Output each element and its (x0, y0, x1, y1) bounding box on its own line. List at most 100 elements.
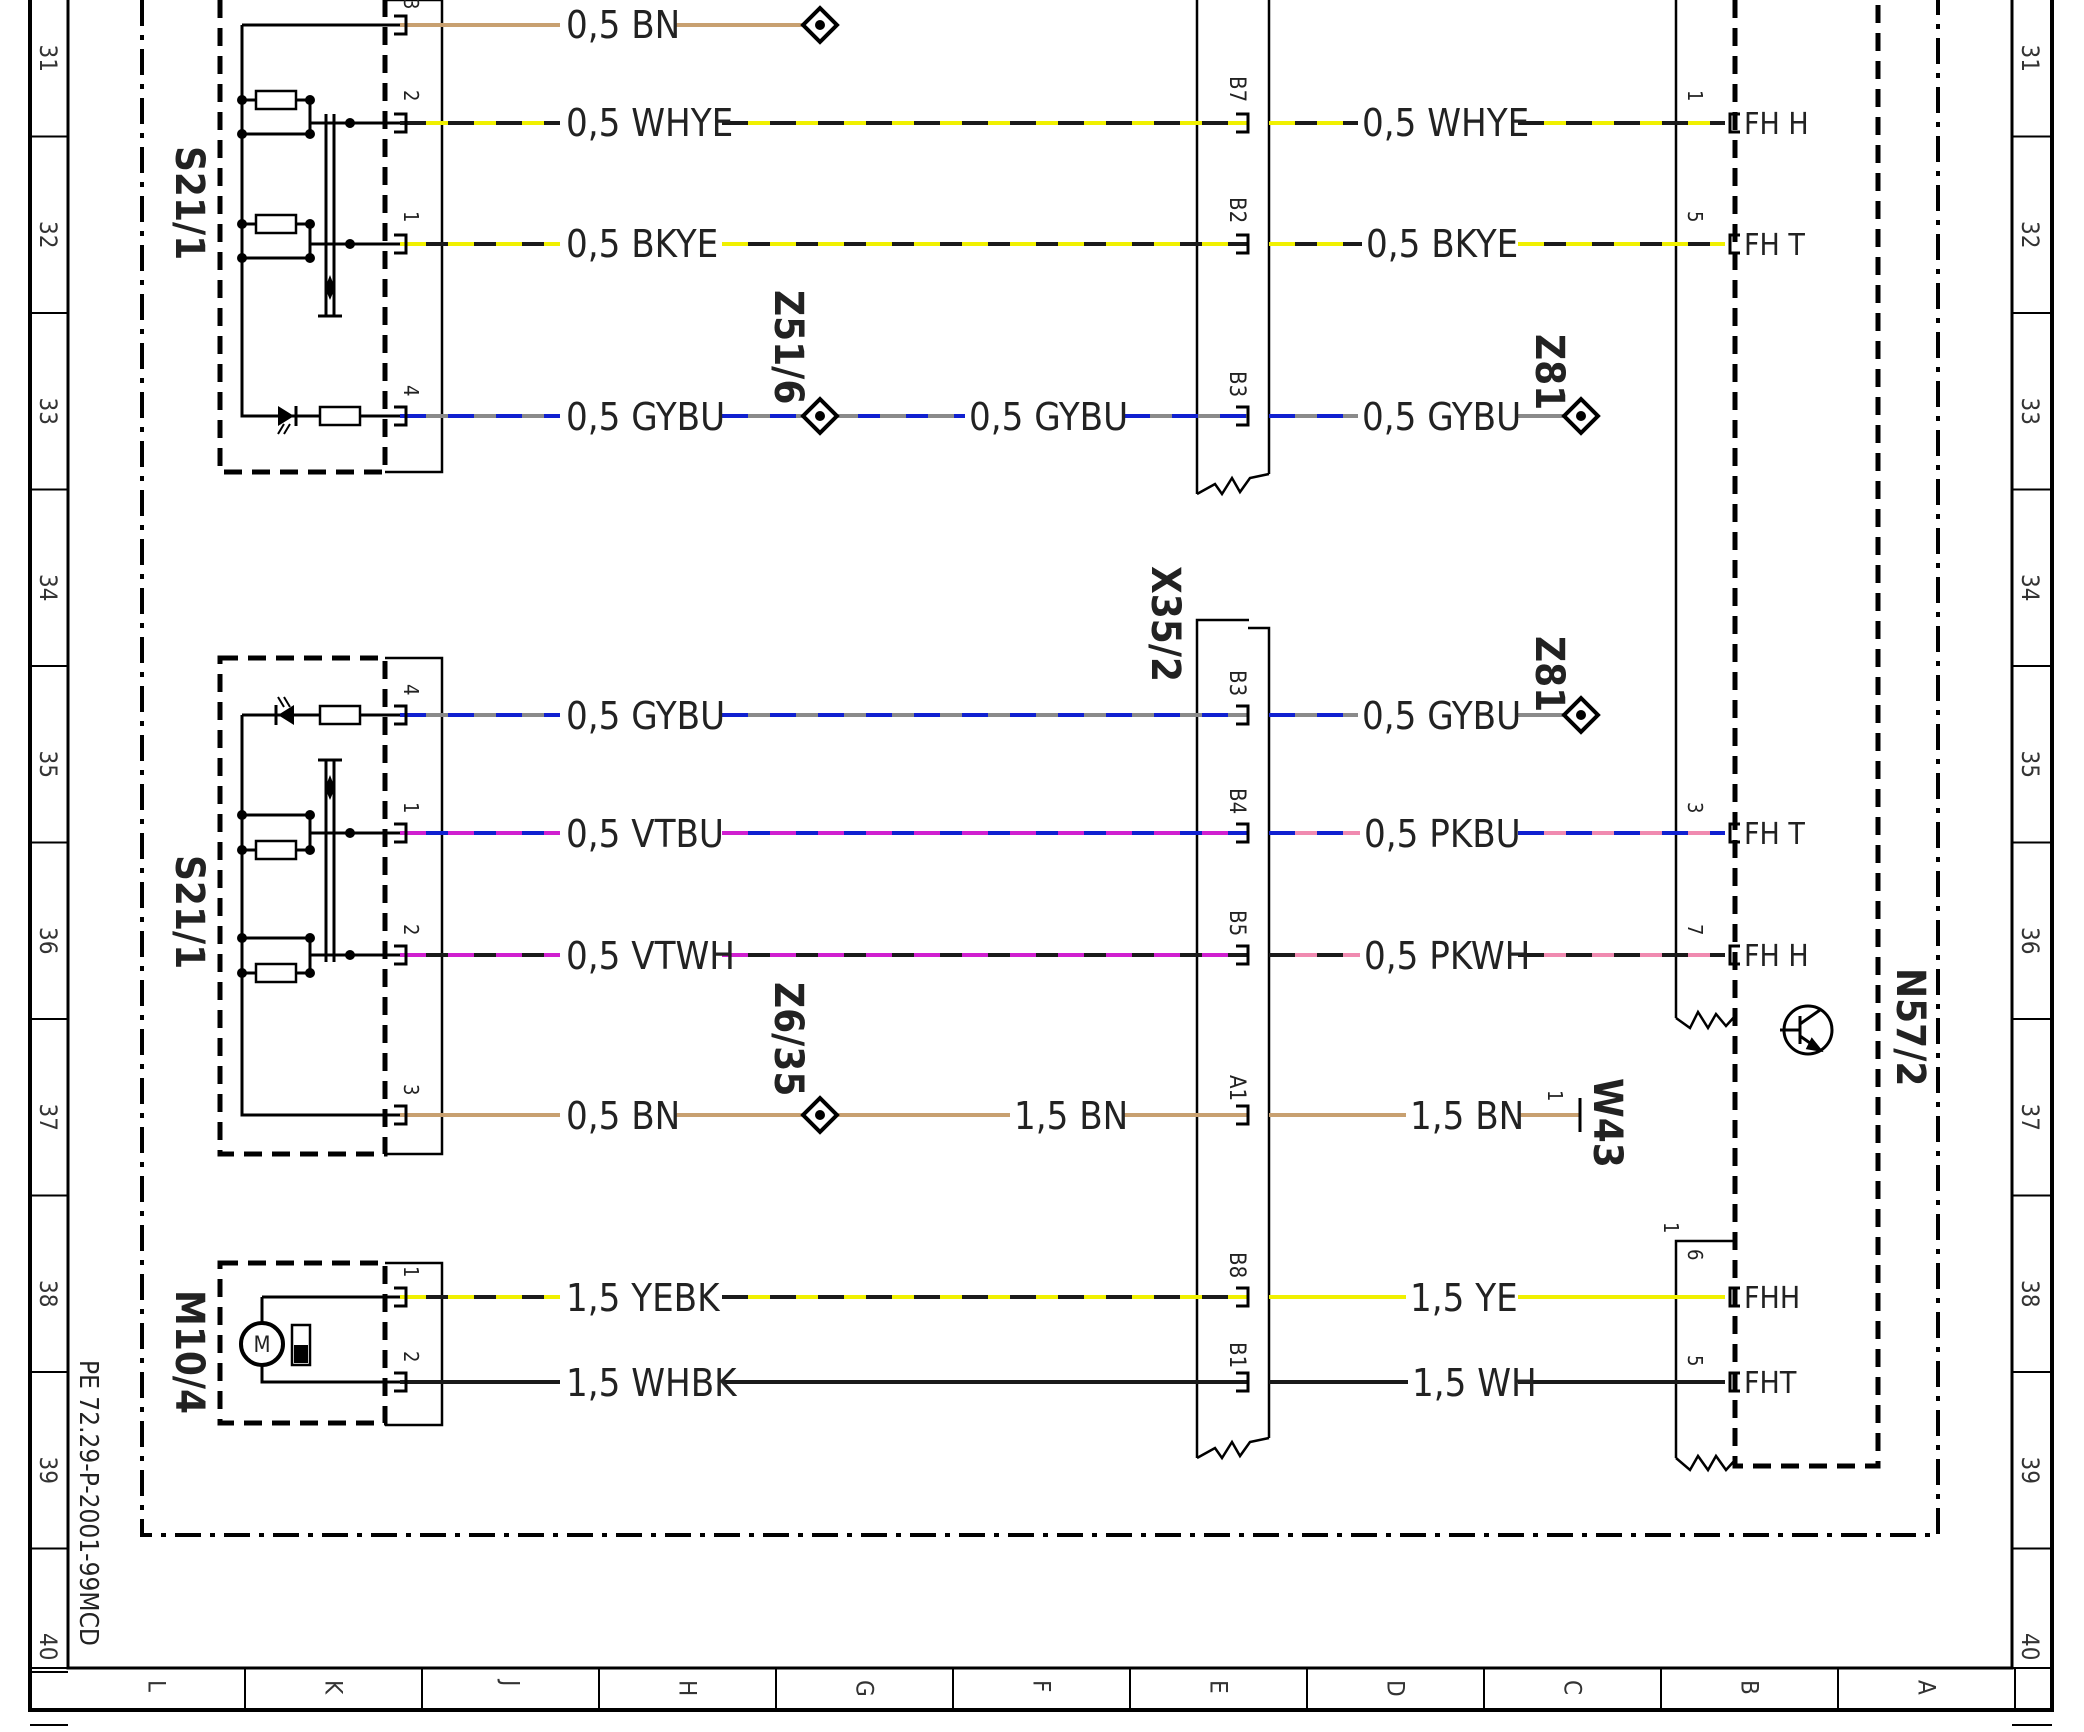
row-number: 38 (2016, 1280, 2044, 1307)
s21-top-symbols (237, 89, 362, 435)
resistor-icon (318, 405, 362, 427)
row-number: 34 (34, 574, 62, 601)
connector-pin: B8 (1224, 1252, 1249, 1278)
pin-number: 1 (1683, 90, 1707, 101)
pin-number: 1 (399, 1266, 423, 1277)
row-number: 37 (2016, 1104, 2044, 1131)
column-letter: J (497, 1678, 525, 1686)
n57-connector-strip (1674, 0, 1736, 1473)
enclosures (140, 0, 1940, 1537)
row-number: 32 (34, 221, 62, 248)
pin-number: 3 (1683, 802, 1707, 813)
wire-label: 1,5 YEBK (566, 1276, 721, 1320)
component-boxes (217, 0, 1881, 1469)
connector-pin: B3 (1224, 670, 1249, 696)
connector-pin: B3 (1224, 371, 1249, 397)
wire-label: 0,5 BKYE (1366, 222, 1518, 266)
resistor-icon (254, 839, 298, 861)
pin-number: 2 (399, 90, 423, 101)
column-letter: B (1736, 1680, 1764, 1695)
resistor-icon (254, 962, 298, 984)
pin-number: 3 (399, 1084, 423, 1095)
wire-label: 0,5 VTWH (566, 934, 735, 978)
pin-number: 6 (1683, 1249, 1707, 1260)
terminal-pin-marker (1728, 822, 1740, 844)
component-label-s21-bottom: S21/1 (166, 855, 212, 969)
motor-icon: M (239, 1321, 312, 1367)
row-number: 33 (34, 398, 62, 425)
wire-label: 0,5 WHYE (1362, 101, 1529, 145)
resistor-icon (254, 213, 298, 235)
wire-label: 0,5 BN (566, 3, 680, 47)
component-label-n57: N57/2 (1887, 968, 1933, 1086)
resistor-icon (254, 89, 298, 111)
pin-number: 1 (399, 211, 423, 222)
terminal-label: FHH (1744, 1281, 1800, 1316)
connector-pin: B5 (1224, 910, 1249, 936)
pin-number: 2 (399, 1351, 423, 1362)
component-label-z81-bottom: Z81 (1526, 636, 1572, 712)
wire-label: 0,5 BKYE (566, 222, 718, 266)
row-number: 31 (34, 45, 62, 72)
s21-bottom-symbols (237, 696, 362, 984)
row-number: 34 (2016, 574, 2044, 601)
connector-pin: B7 (1224, 76, 1249, 102)
column-letter: E (1205, 1680, 1233, 1694)
terminal-pin-marker (1728, 233, 1740, 255)
wire-label: 0,5 GYBU (566, 694, 725, 738)
pin-number: 1 (1543, 1090, 1567, 1101)
column-letter: A (1913, 1680, 1941, 1695)
wire-label: 0,5 GYBU (1362, 694, 1521, 738)
x35-connector-strip (1195, 0, 1271, 1461)
terminal-labels: FH H FH T FH T FH H FHH FHT (1744, 107, 1809, 1401)
svg-text:M: M (253, 1333, 270, 1358)
wire-label: 1,5 BN (1410, 1094, 1524, 1138)
column-letter: D (1382, 1680, 1410, 1697)
component-labels: S21/1 S21/1 M10/4 X35/2 N57/2 Z51/6 Z81 … (166, 146, 1933, 1414)
terminal-pin-marker (1728, 944, 1740, 966)
column-letter: L (143, 1680, 171, 1692)
wire-labels: 0,5 BN 0,5 WHYE 0,5 WHYE 0,5 BKYE 0,5 BK… (566, 3, 1537, 1405)
wire-label: 1,5 WHBK (566, 1361, 738, 1405)
column-letter: H (674, 1680, 702, 1696)
row-number: 40 (34, 1633, 62, 1660)
component-label-x35: X35/2 (1142, 566, 1188, 682)
led-icon (274, 696, 294, 725)
wire-label: 0,5 GYBU (566, 395, 725, 439)
wire-layer (400, 23, 1725, 1384)
terminal-pin-marker (1728, 112, 1740, 134)
row-number: 39 (2016, 1457, 2044, 1484)
terminal-label: FH H (1744, 107, 1809, 142)
resistor-icon (318, 704, 362, 726)
pin-markers (392, 14, 1740, 1393)
transistor-icon (1780, 1004, 1834, 1056)
column-letter: F (1028, 1680, 1056, 1692)
wire-label: 1,5 YE (1410, 1276, 1518, 1320)
component-label-w43: W43 (1584, 1078, 1630, 1168)
connector-pin: A1 (1224, 1075, 1249, 1101)
drawing-frame (28, 0, 2054, 1712)
wire-label: 0,5 GYBU (1362, 395, 1521, 439)
pin-number: 1 (1659, 1222, 1683, 1233)
row-number: 35 (34, 751, 62, 778)
wire-label: 0,5 WHYE (566, 101, 733, 145)
pin-number: 4 (399, 684, 423, 695)
terminal-label: FH T (1744, 228, 1805, 263)
wire-label: 0,5 PKWH (1364, 934, 1530, 978)
m10-motor-circuit (260, 1295, 400, 1384)
column-letter: K (320, 1680, 348, 1695)
pin-number: 5 (1683, 1355, 1707, 1366)
ground-diamond-icon (801, 6, 839, 44)
wire-label: 1,5 WH (1412, 1361, 1537, 1405)
row-number: 33 (2016, 398, 2044, 425)
pin-number: 5 (1683, 211, 1707, 222)
row-number: 38 (34, 1280, 62, 1307)
column-letter: C (1559, 1680, 1587, 1695)
s21-bottom-internal-circuit (240, 713, 400, 1117)
terminal-label: FH T (1744, 817, 1805, 852)
row-number: 37 (34, 1104, 62, 1131)
